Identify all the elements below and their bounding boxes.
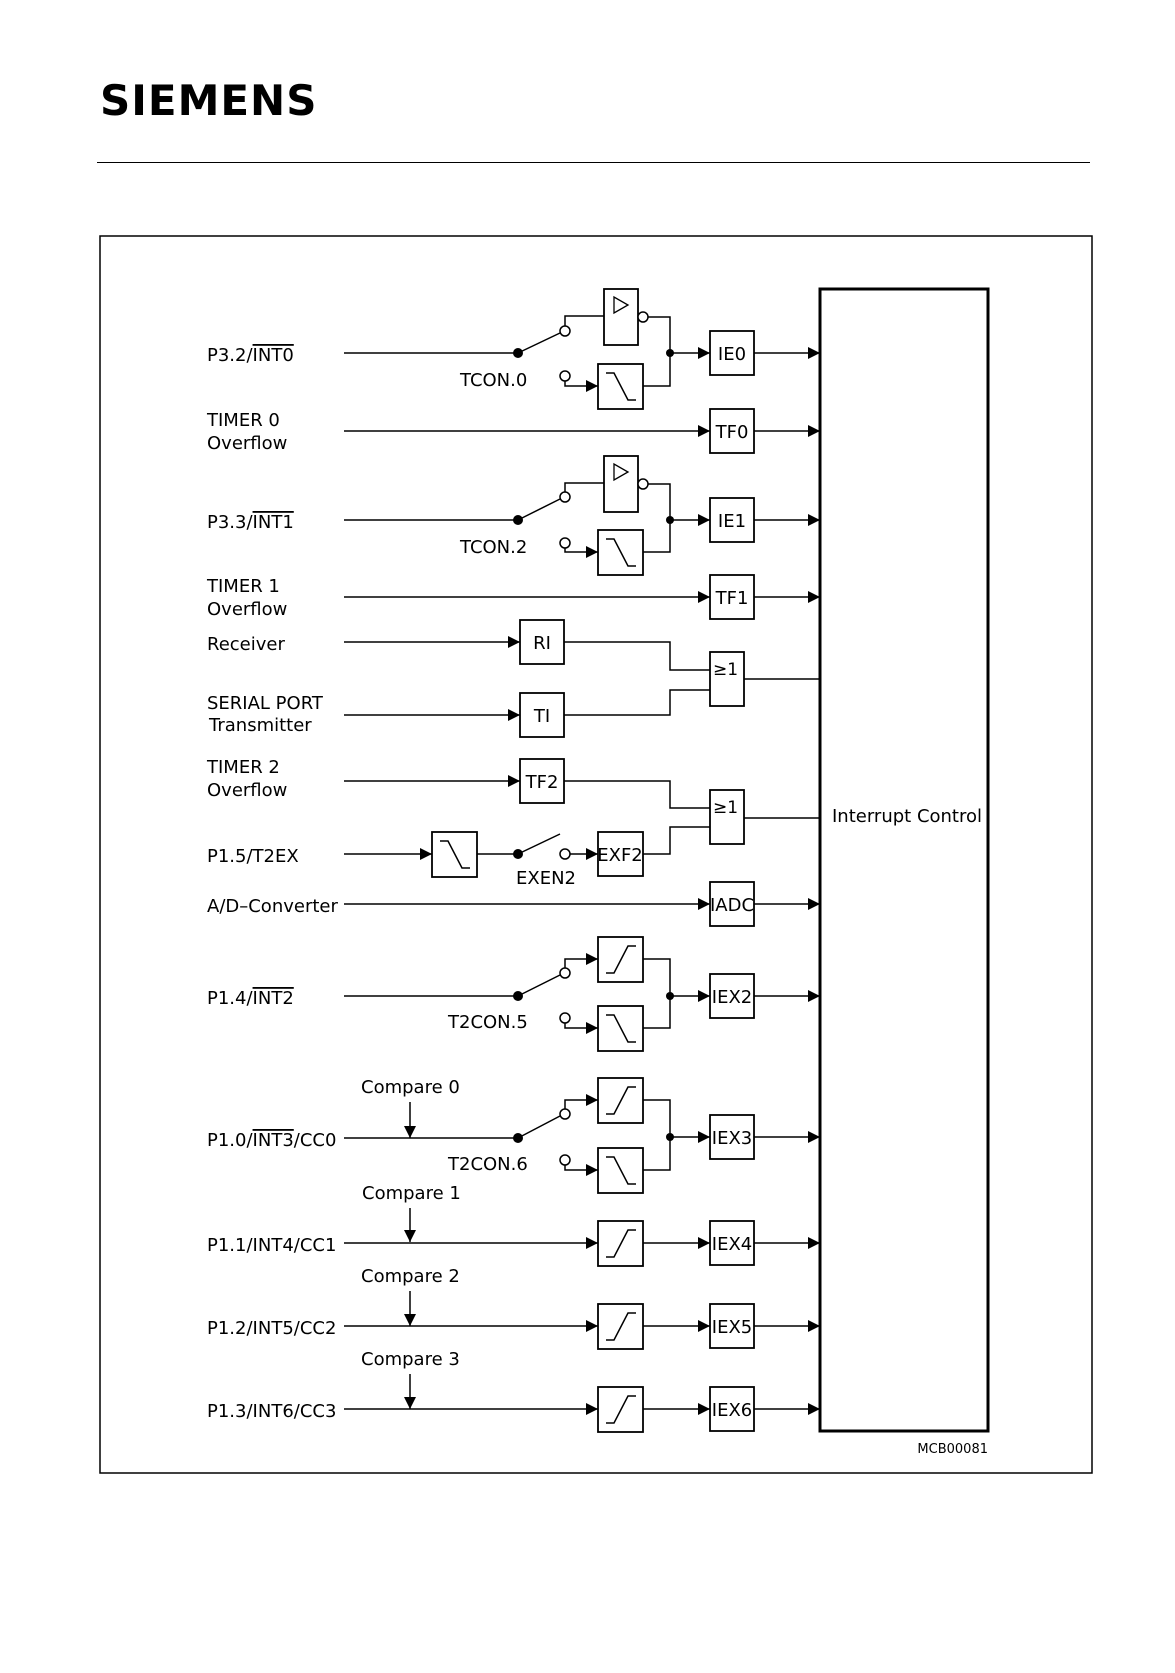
svg-text:IE0: IE0 [718,344,746,365]
switch-t2con5: T2CON.5 [447,1012,528,1033]
label-p32: P3.2/INT0 [207,345,294,366]
or-gate-timer2 [709,789,745,845]
svg-text:TF1: TF1 [715,588,749,609]
label-p14: P1.4/INT2 [207,988,294,1009]
interrupt-control-label: Interrupt Control [832,806,982,827]
row-int5: Compare 2 P1.2/INT5/CC2 IEX5 [207,1266,820,1350]
row-timer2: TIMER 2 Overflow TF2 P1.5/T2EX EXEN2 EXF… [206,757,820,889]
label-receiver: Receiver [207,634,285,655]
svg-text:≥1: ≥1 [713,660,738,680]
flag-ti [519,692,565,738]
label-transmitter: Transmitter [208,715,312,736]
header-rule [97,162,1090,163]
label-timer1-overflow: Overflow [207,599,287,620]
label-compare2: Compare 2 [361,1266,460,1287]
row-serial-port: Receiver RI SERIAL PORT Transmitter TI ≥… [207,619,820,738]
row-int2: P1.4/INT2 T2CON.5 IEX2 [207,936,820,1052]
svg-text:IEX6: IEX6 [712,1400,752,1421]
label-adc: A/D–Converter [207,896,338,917]
label-serial-port: SERIAL PORT [207,693,324,714]
switch-tcon0: TCON.0 [459,370,527,391]
flag-ri [519,619,565,665]
label-timer2-overflow: Overflow [207,780,287,801]
flag-tf0 [709,408,755,454]
diagram-frame [99,235,1093,1474]
or-gate-serial [709,651,745,707]
label-compare1: Compare 1 [362,1183,461,1204]
label-p13: P1.3/INT6/CC3 [207,1401,336,1422]
row-int4: Compare 1 P1.1/INT4/CC1 IEX4 [207,1183,820,1267]
label-timer0: TIMER 0 [206,410,280,431]
label-p15-t2ex: P1.5/T2EX [207,846,299,867]
label-p33: P3.3/INT1 [207,512,294,533]
row-int1: P3.3/INT1 TCON.2 IE1 [207,455,820,576]
svg-text:IEX2: IEX2 [712,987,752,1008]
label-p11: P1.1/INT4/CC1 [207,1235,336,1256]
label-timer0-overflow: Overflow [207,433,287,454]
row-timer0: TIMER 0 Overflow TF0 [206,408,820,454]
flag-tf2 [519,758,565,804]
row-int6: Compare 3 P1.3/INT6/CC3 IEX6 [207,1349,820,1433]
level-detector [603,455,639,513]
flag-tf1 [709,574,755,620]
switch-exen2: EXEN2 [516,868,576,889]
svg-text:IE1: IE1 [718,511,746,532]
svg-text:TI: TI [533,706,550,727]
svg-text:RI: RI [533,633,551,654]
label-p10: P1.0/INT3/CC0 [207,1130,336,1151]
flag-iex4 [709,1220,755,1266]
flag-exf2 [597,831,644,877]
svg-text:IEX4: IEX4 [712,1234,752,1255]
flag-iex5 [709,1303,755,1349]
siemens-logo: SIEMENS [100,76,318,125]
label-timer1: TIMER 1 [206,576,280,597]
flag-iex2 [709,973,755,1019]
svg-text:TF0: TF0 [715,422,749,443]
svg-text:≥1: ≥1 [713,798,738,818]
label-compare3: Compare 3 [361,1349,460,1370]
row-adc: A/D–Converter IADC [207,881,820,927]
svg-text:EXF2: EXF2 [597,845,643,866]
label-compare0: Compare 0 [361,1077,460,1098]
svg-text:IADC: IADC [710,895,754,916]
label-p12: P1.2/INT5/CC2 [207,1318,336,1339]
level-detector [603,288,639,346]
svg-text:IEX3: IEX3 [712,1128,752,1149]
flag-iex6 [709,1386,755,1432]
label-timer2: TIMER 2 [206,757,280,778]
row-timer1: TIMER 1 Overflow TF1 [206,574,820,620]
svg-text:TF2: TF2 [525,772,559,793]
figure-id: MCB00081 [917,1442,988,1457]
row-int3: Compare 0 P1.0/INT3/CC0 T2CON.6 IEX3 [207,1077,820,1194]
switch-t2con6: T2CON.6 [447,1154,528,1175]
svg-text:IEX5: IEX5 [712,1317,752,1338]
row-int0: P3.2/INT0 TCON.0 IE0 [207,288,820,410]
flag-ie0 [709,330,755,376]
interrupt-control-block [818,287,990,1433]
flag-ie1 [709,497,755,543]
switch-tcon2: TCON.2 [459,537,527,558]
